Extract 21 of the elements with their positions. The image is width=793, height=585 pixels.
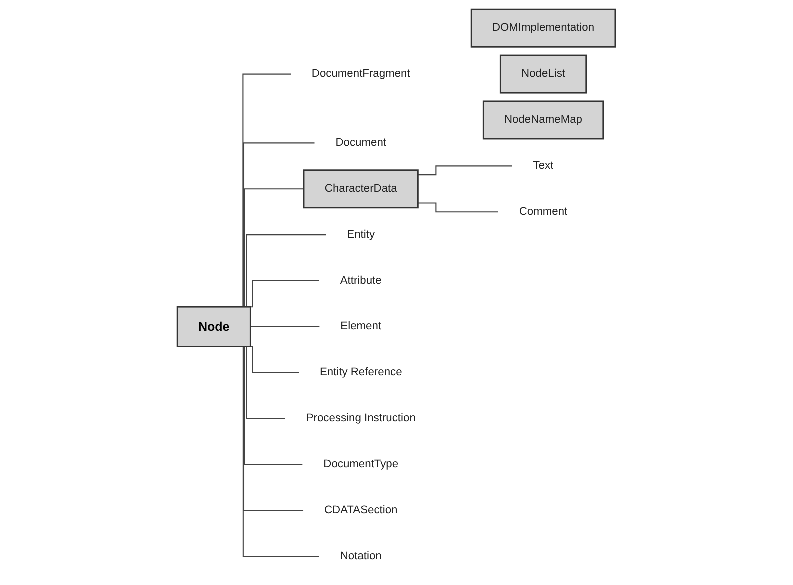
node-text: CDATASection [324,504,398,516]
node-text: Entity Reference [320,366,402,378]
node-text: Notation [340,550,382,562]
class-hierarchy-diagram: DOMImplementation NodeList NodeNameMap Node DocumentFragment Document CharacterData Text Comment Entity Attribute Element Entity Reference Processing Instruction DocumentType CDATASection Notation [172,4,621,581]
node-box [176,306,252,348]
node-text: Text [533,160,554,172]
node-text: Processing Instruction [306,412,416,424]
node-text: Entity [347,228,376,241]
node-text: Document [336,136,386,149]
connector [418,166,512,176]
node-box [482,100,604,140]
node-text: DocumentFragment [312,68,410,80]
node-text: Comment [519,206,568,218]
node-box [500,54,588,94]
node-box [470,8,616,48]
node-text: Attribute [340,274,382,287]
node-text: Element [340,320,382,333]
connector [250,326,320,328]
node-text: DocumentType [324,458,399,470]
connector [418,202,498,213]
node-box [303,170,419,209]
